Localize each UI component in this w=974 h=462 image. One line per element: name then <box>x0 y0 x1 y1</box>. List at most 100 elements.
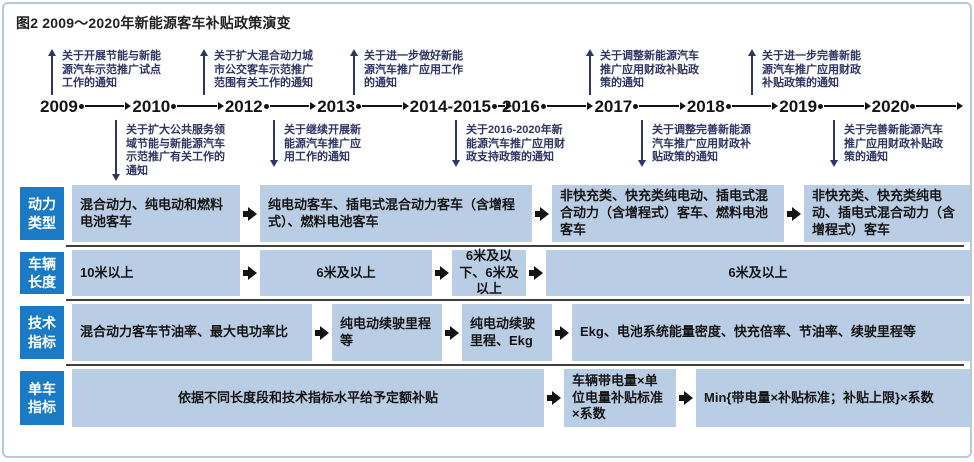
arrow-right-icon <box>957 102 964 110</box>
timeline-connector <box>263 102 318 110</box>
policy-annotation-2010: 关于扩大公共服务领域节能与新能源汽车示范推广有关工作的通知 <box>112 120 228 181</box>
annotation-text: 关于开展节能与新能源汽车示范推广试点工作的通知 <box>62 50 161 90</box>
timeline-year-group: 2012 <box>225 98 317 115</box>
annotation-text: 关于继续开展新能源汽车推广应用工作的通知 <box>284 124 361 164</box>
policy-annotation-2017: 关于调整新能源汽车推广应用财政补贴政策的通知 <box>586 49 702 95</box>
row-separator <box>66 245 964 247</box>
policy-box: 纯电动客车、插电式混合动力客车（含增程式）、燃料电池客车 <box>260 185 532 242</box>
flow-arrow-icon <box>552 304 572 361</box>
timeline-year-2013: 2013 <box>317 96 356 116</box>
timeline-year-2016: 2016 <box>502 96 540 116</box>
arrow-up-icon <box>48 49 56 56</box>
arrow-right-icon <box>125 102 132 110</box>
flow-arrow-icon <box>442 304 462 361</box>
row-technical-indicators: 技术指标 混合动力客车节油率、最大电功率比 纯电动续驶里程等 纯电动续驶里程、E… <box>4 304 970 361</box>
annotation-text: 关于2016-2020年新能源汽车推广应用财政支持政策的通知 <box>466 124 565 164</box>
timeline-year-2014-2015: 2014-2015 <box>409 96 491 116</box>
policy-box: 纯电动续驶里程、Ekg <box>462 304 552 361</box>
policy-box: 非快充类、快充类纯电动、插电式混合动力（含增程式）客车、燃料电池客车 <box>552 185 784 242</box>
annotation-connector <box>200 49 210 95</box>
timeline-year-group: 2016 <box>502 98 594 115</box>
flow-arrow-icon <box>312 304 332 361</box>
policy-timeline: 关于开展节能与新能源汽车示范推广试点工作的通知 关于扩大混合动力城市公交客车示范… <box>4 40 970 186</box>
policy-annotation-2019: 关于进一步完善新能源汽车推广应用财政补贴政策的通知 <box>748 49 864 95</box>
row-separator <box>66 364 964 366</box>
timeline-dot <box>78 103 84 109</box>
row-label-technical-indicators: 技术指标 <box>20 306 64 359</box>
annotation-text: 关于完善新能源汽车推广应用财政补贴政策的通知 <box>844 124 943 164</box>
annotation-connector <box>452 120 462 167</box>
arrow-right-icon <box>679 102 686 110</box>
arrow-right-icon <box>310 102 317 110</box>
flow-arrow-icon <box>240 250 260 296</box>
flow-arrow-icon <box>532 185 552 242</box>
timeline-year-group: 2017 <box>594 98 686 115</box>
arrow-up-icon <box>748 49 756 56</box>
timeline-connector <box>909 102 964 110</box>
flow-arrow-icon <box>526 250 546 296</box>
figure-title: 图2 2009～2020年新能源客车补贴政策演变 <box>16 15 291 31</box>
timeline-year-2012: 2012 <box>224 96 263 116</box>
timeline-year-axis: 2009 2010 2012 2013 2014-2015 2016 <box>40 94 964 118</box>
arrow-down-icon <box>638 159 646 167</box>
annotation-text: 关于调整新能源汽车推广应用财政补贴政策的通知 <box>600 50 699 90</box>
flow-arrow-icon <box>544 369 564 427</box>
policy-box: 依据不同长度段和技术指标水平给予定额补贴 <box>72 369 544 427</box>
policy-annotation-2013: 关于继续开展新能源汽车推广应用工作的通知 <box>270 120 366 167</box>
arrow-right-icon <box>402 102 409 110</box>
timeline-dot <box>818 103 824 109</box>
policy-box: 纯电动续驶里程等 <box>332 304 442 361</box>
timeline-connector <box>491 102 513 110</box>
annotation-connector <box>638 120 648 167</box>
row-power-type: 动力类型 混合动力、纯电动和燃料电池客车 纯电动客车、插电式混合动力客车（含增程… <box>4 185 970 242</box>
arrow-up-icon <box>586 49 594 56</box>
policy-box: 6米及以上 <box>260 250 432 296</box>
timeline-year-group: 2019 <box>779 98 871 115</box>
timeline-connector <box>632 102 687 110</box>
policy-box: Min{带电量×补贴标准；补贴上限}×系数 <box>696 369 970 427</box>
policy-annotation-2016: 关于2016-2020年新能源汽车推广应用财政支持政策的通知 <box>452 120 568 167</box>
timeline-connector <box>355 102 410 110</box>
flow-arrow-icon <box>432 250 452 296</box>
timeline-dot <box>356 103 362 109</box>
timeline-dot <box>910 103 916 109</box>
timeline-connector <box>725 102 780 110</box>
timeline-dot <box>633 103 639 109</box>
policy-box: 混合动力客车节油率、最大电功率比 <box>72 304 312 361</box>
row-label-vehicle-length: 车辆长度 <box>20 252 64 294</box>
policy-annotation-2018: 关于调整完善新能源汽车推广应用财政补贴政策的通知 <box>638 120 754 167</box>
policy-annotation-2012: 关于扩大混合动力城市公交客车示范推广范围有关工作的通知 <box>200 49 316 95</box>
policy-box: 混合动力、纯电动和燃料电池客车 <box>72 185 240 242</box>
annotation-text: 关于进一步做好新能源汽车推广应用工作的通知 <box>364 50 463 90</box>
policy-box: 6米及以上 <box>546 250 970 296</box>
policy-box: 6米及以下、6米及以上 <box>452 248 526 296</box>
arrow-right-icon <box>864 102 871 110</box>
row-vehicle-length: 车辆长度 10米以上 6米及以上 6米及以下、6米及以上 6米及以上 <box>4 248 970 296</box>
timeline-year-group: 2009 <box>40 98 132 115</box>
flow-arrow-icon <box>784 185 804 242</box>
arrow-right-icon <box>772 102 779 110</box>
timeline-dot <box>171 103 177 109</box>
row-separator <box>66 299 964 301</box>
timeline-year-group: 2014-2015 <box>409 96 512 116</box>
policy-box: 10米以上 <box>72 250 240 296</box>
timeline-connector <box>78 102 133 110</box>
policy-annotation-2009: 关于开展节能与新能源汽车示范推广试点工作的通知 <box>48 49 164 95</box>
timeline-year-group: 2013 <box>317 98 409 115</box>
annotation-connector <box>48 49 58 95</box>
policy-box: 车辆带电量×单位电量补贴标准×系数 <box>564 369 676 427</box>
arrow-right-icon <box>587 102 594 110</box>
row-label-power-type: 动力类型 <box>20 187 64 240</box>
timeline-year-group: 2010 <box>132 98 224 115</box>
timeline-year-group: 2018 <box>687 98 779 115</box>
annotation-connector <box>748 49 758 95</box>
annotation-connector <box>270 120 280 167</box>
timeline-year-2019: 2019 <box>779 96 818 116</box>
arrow-down-icon <box>830 159 838 167</box>
annotation-text: 关于进一步完善新能源汽车推广应用财政补贴政策的通知 <box>762 50 861 90</box>
timeline-dot <box>491 103 497 109</box>
timeline-dot <box>263 103 269 109</box>
policy-annotation-2014-2015: 关于进一步做好新能源汽车推广应用工作的通知 <box>350 49 466 95</box>
timeline-connector <box>170 102 225 110</box>
annotation-connector <box>350 49 360 95</box>
